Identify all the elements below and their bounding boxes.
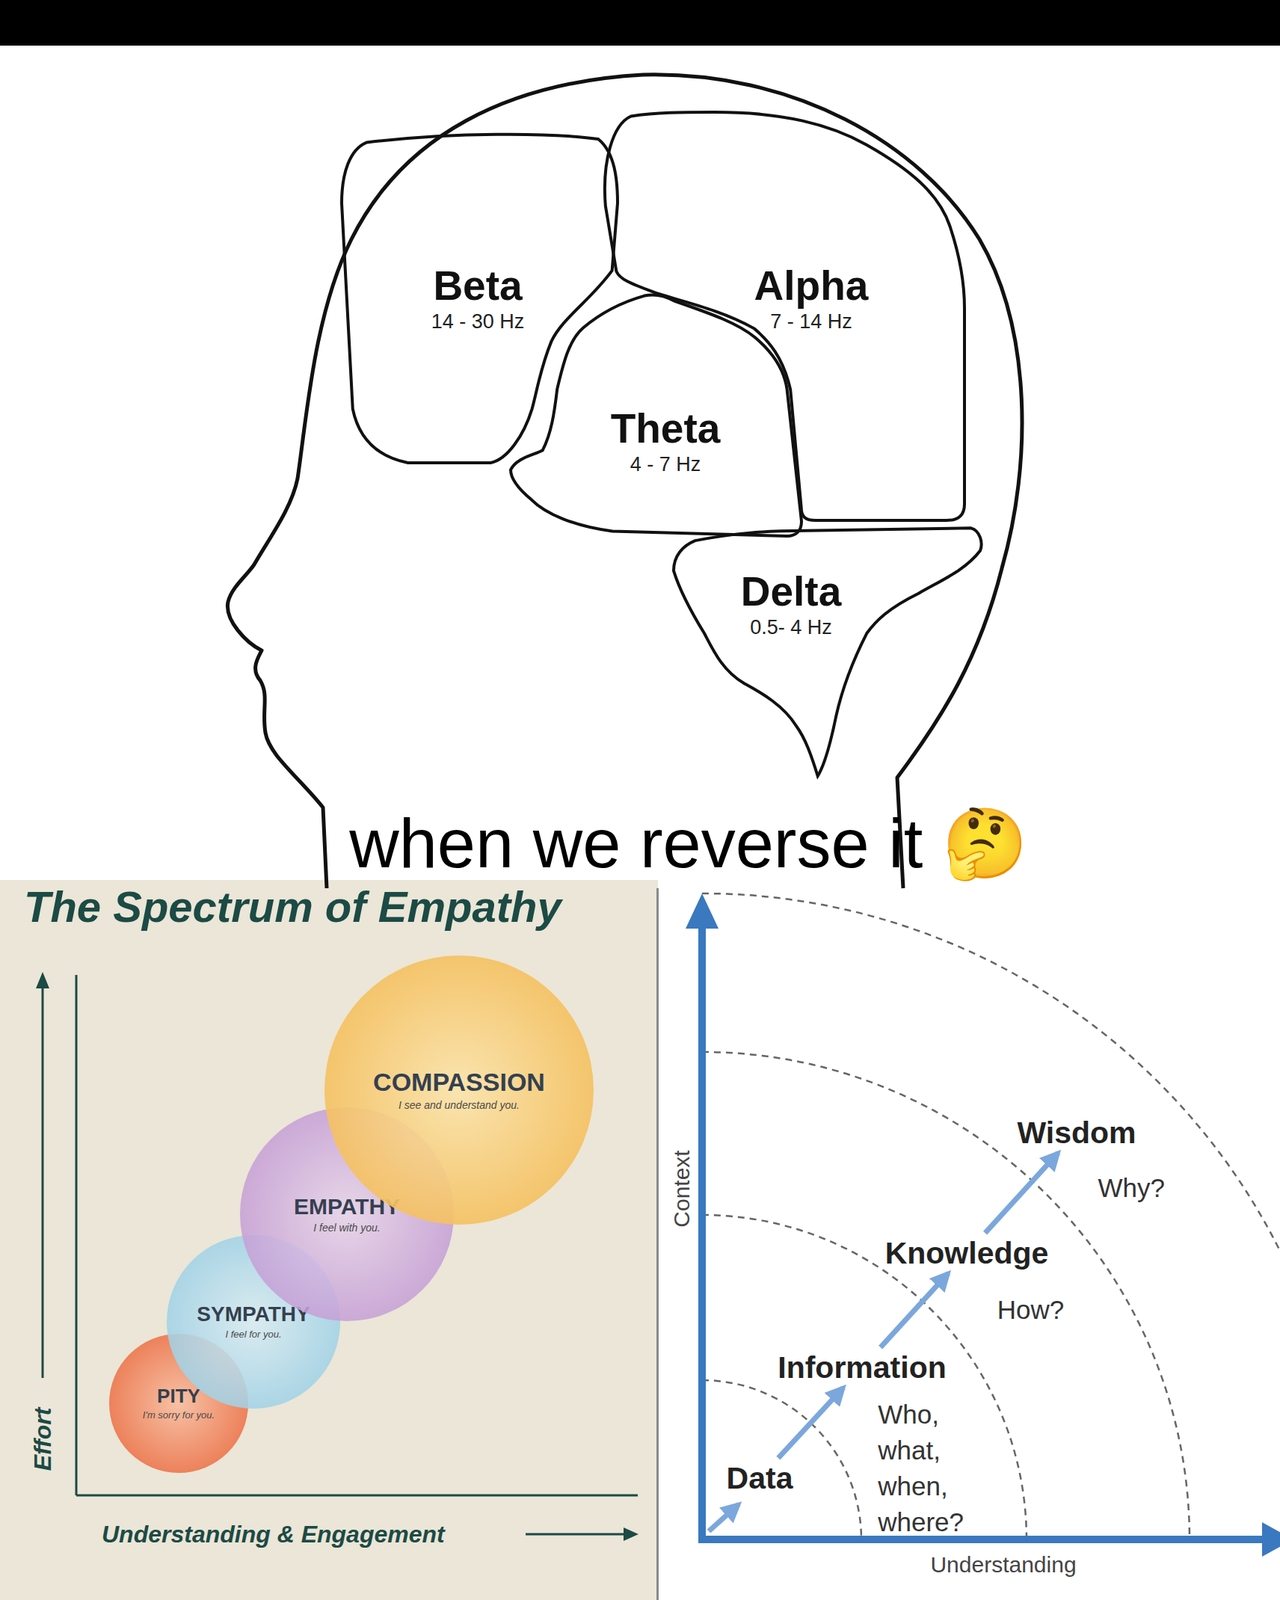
understanding-arrowhead (1262, 1522, 1280, 1557)
engagement-arrow (525, 1533, 626, 1536)
region-shape (673, 527, 982, 777)
region-shape (604, 112, 965, 521)
region-shape (510, 294, 802, 537)
axis-label: Understanding & Engagement (101, 1520, 445, 1549)
context-axis (698, 923, 706, 1544)
level-name: Wisdom (1016, 1114, 1136, 1151)
level-name: Data (726, 1460, 794, 1497)
frequency-range: 7 - 14 Hz (754, 308, 869, 335)
circle-subtitle: I'm sorry for you. (142, 1409, 215, 1423)
frequency-range: 0.5- 4 Hz (740, 614, 842, 640)
flow-arrow (985, 1152, 1059, 1233)
region-text-group: Alpha7 - 14 Hz (754, 262, 869, 335)
dashed-arc (702, 1380, 862, 1540)
effort-axis (75, 974, 78, 1496)
brain-region: Beta14 - 30 Hz (341, 132, 618, 470)
brain-region: Theta4 - 7 Hz (510, 290, 802, 537)
circle-subtitle: I feel with you. (313, 1220, 381, 1235)
engagement-arrowhead (623, 1527, 639, 1541)
circle-subtitle: I feel for you. (225, 1328, 282, 1342)
empathy-circle: COMPASSIONI see and understand you. (324, 955, 594, 1225)
region-text-group: Delta0.5- 4 Hz (740, 568, 842, 640)
flow-arrow (880, 1273, 949, 1348)
circle-label: COMPASSION (373, 1067, 546, 1097)
top-bar (0, 0, 1280, 46)
dashed-arc (702, 1051, 1190, 1540)
brain-region: Delta0.5- 4 Hz (673, 525, 981, 777)
region-text-group: Theta4 - 7 Hz (610, 405, 721, 478)
flow-arrow (778, 1387, 844, 1458)
understanding-axis (698, 1535, 1264, 1544)
dashed-arc (702, 893, 1280, 1540)
frequency-range: 14 - 30 Hz (431, 308, 525, 335)
level-question: Who, what, when, where? (877, 1396, 975, 1541)
meme-caption: when we reverse it 🤔 (349, 804, 1029, 883)
region-text-group: Beta14 - 30 Hz (431, 262, 525, 335)
region-name: Alpha (754, 262, 869, 309)
level-name: Knowledge (885, 1235, 1049, 1272)
frequency-range: 4 - 7 Hz (610, 451, 721, 478)
axis-label: Context (668, 1149, 696, 1227)
panel-divider (656, 888, 659, 1600)
axis-label: Understanding (930, 1551, 1076, 1579)
effort-arrowhead (35, 971, 50, 989)
origin-arrow (708, 1504, 739, 1532)
level-question: How? (997, 1291, 1103, 1328)
dikw-level: WisdomWhy? (1016, 1114, 1136, 1151)
level-question: Why? (1097, 1170, 1188, 1206)
region-name: Delta (740, 568, 842, 615)
panel-title: The Spectrum of Empathy (23, 880, 562, 934)
dikw-level: KnowledgeHow? (885, 1235, 1049, 1272)
region-outline (673, 525, 981, 777)
effort-arrow (41, 985, 45, 1378)
engagement-axis (76, 1494, 638, 1497)
region-shape (341, 134, 618, 463)
circle-label: PITY (157, 1385, 201, 1408)
dikw-level: Data (726, 1460, 794, 1497)
head-outline (227, 74, 1023, 889)
level-name: Information (777, 1349, 946, 1386)
axis-label: Effort (28, 1407, 57, 1472)
circle-subtitle: I see and understand you. (398, 1098, 520, 1112)
context-arrowhead (685, 893, 719, 929)
dikw-level: InformationWho, what, when, where? (777, 1349, 946, 1386)
region-name: Beta (431, 262, 525, 309)
region-name: Theta (610, 405, 721, 452)
